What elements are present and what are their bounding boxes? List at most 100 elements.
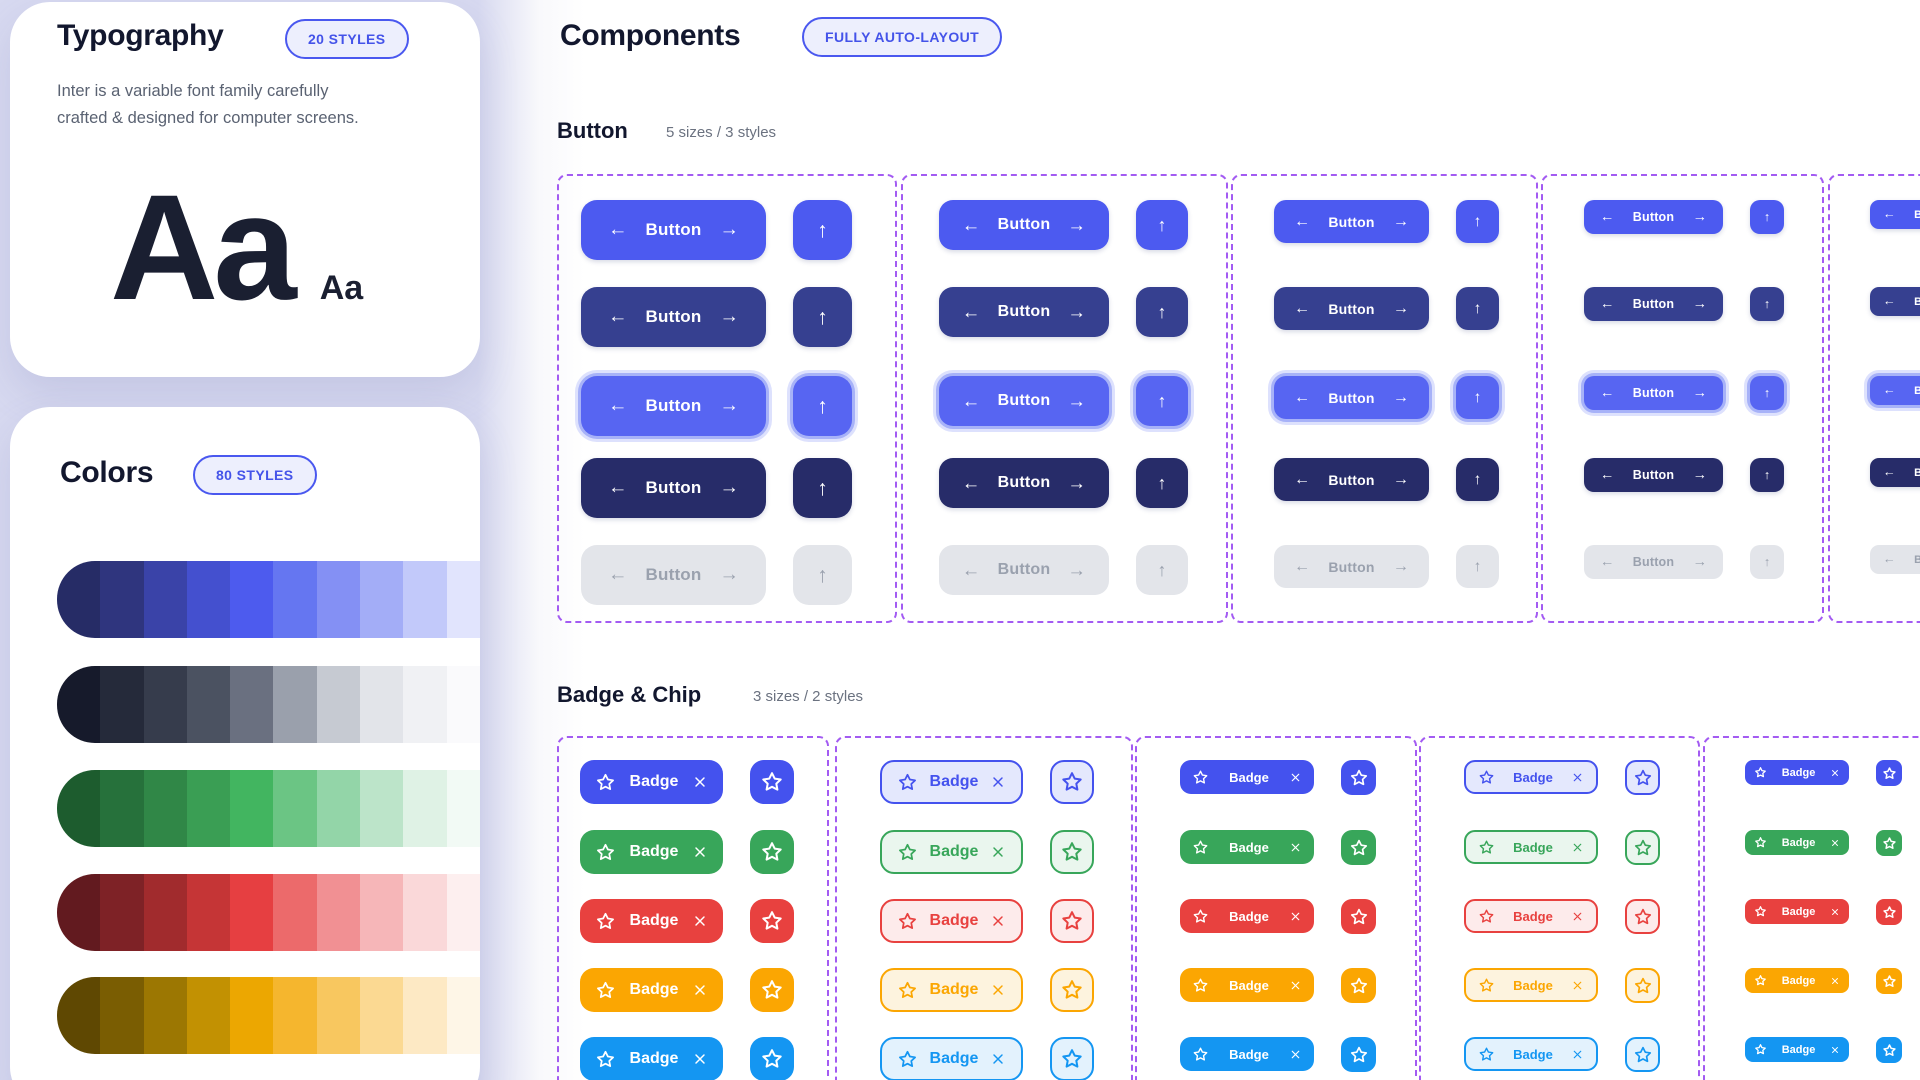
chip-azure-solid[interactable] [750,1037,794,1080]
icon-button-primary[interactable]: ↑ [1136,200,1188,250]
icon-button-hover[interactable]: ↑ [1136,287,1188,337]
button-disabled[interactable]: ←Button→ [1870,545,1920,574]
icon-button-focus[interactable]: ↑ [793,376,852,436]
badge-red-solid[interactable]: Badge [580,899,723,943]
icon-button-primary[interactable]: ↑ [1456,200,1499,243]
icon-button-primary[interactable]: ↑ [1750,200,1784,234]
icon-button-disabled[interactable]: ↑ [793,545,852,605]
button-primary[interactable]: ←Button→ [1274,200,1429,243]
button-focus[interactable]: ←Button→ [1274,376,1429,419]
icon-button-disabled[interactable]: ↑ [1456,545,1499,588]
badge-orange-solid[interactable]: Badge [1180,968,1314,1002]
icon-button-disabled[interactable]: ↑ [1136,545,1188,595]
badge-label: Badge [929,981,979,998]
badge-indigo-outline[interactable]: Badge [1464,760,1598,794]
chip-azure-solid[interactable] [1341,1037,1376,1072]
badge-orange-solid[interactable]: Badge [1745,968,1849,993]
chip-indigo-solid[interactable] [1876,760,1902,786]
icon-button-hover[interactable]: ↑ [1750,287,1784,321]
arrow-right-icon: → [1692,208,1707,225]
badge-indigo-solid[interactable]: Badge [1180,760,1314,794]
chip-red-solid[interactable] [1876,899,1902,925]
button-focus[interactable]: ←Button→ [581,376,766,436]
badge-azure-outline[interactable]: Badge [880,1037,1023,1080]
chip-green-outline[interactable] [1625,830,1660,865]
badge-indigo-outline[interactable]: Badge [880,760,1023,804]
star-icon [1479,1047,1494,1061]
button-primary[interactable]: ←Button→ [1870,200,1920,229]
icon-button-pressed[interactable]: ↑ [1136,458,1188,508]
chip-indigo-outline[interactable] [1625,760,1660,795]
icon-button-focus[interactable]: ↑ [1750,376,1784,410]
badge-green-solid[interactable]: Badge [580,830,723,874]
chip-green-solid[interactable] [750,830,794,874]
badge-indigo-solid[interactable]: Badge [1745,760,1849,785]
button-hover[interactable]: ←Button→ [1274,287,1429,330]
button-pressed[interactable]: ←Button→ [1870,458,1920,487]
button-pressed[interactable]: ←Button→ [1274,458,1429,501]
chip-orange-solid[interactable] [1876,968,1902,994]
badge-green-solid[interactable]: Badge [1180,830,1314,864]
badge-orange-outline[interactable]: Badge [1464,968,1598,1002]
badge-azure-outline[interactable]: Badge [1464,1037,1598,1071]
button-pressed[interactable]: ←Button→ [1584,458,1723,492]
icon-button-hover[interactable]: ↑ [793,287,852,347]
badge-red-solid[interactable]: Badge [1745,899,1849,924]
chip-indigo-outline[interactable] [1050,760,1094,804]
button-hover[interactable]: ←Button→ [581,287,766,347]
button-disabled[interactable]: ←Button→ [1274,545,1429,588]
badge-indigo-solid[interactable]: Badge [580,760,723,804]
button-disabled[interactable]: ←Button→ [1584,545,1723,579]
badge-green-solid[interactable]: Badge [1745,830,1849,855]
icon-button-disabled[interactable]: ↑ [1750,545,1784,579]
chip-indigo-solid[interactable] [1341,760,1376,795]
button-focus[interactable]: ←Button→ [1584,376,1723,410]
badge-green-outline[interactable]: Badge [1464,830,1598,864]
button-primary[interactable]: ←Button→ [939,200,1109,250]
chip-green-solid[interactable] [1341,830,1376,865]
button-focus[interactable]: ←Button→ [939,376,1109,426]
button-pressed[interactable]: ←Button→ [581,458,766,518]
badge-red-outline[interactable]: Badge [880,899,1023,943]
chip-red-outline[interactable] [1050,899,1094,943]
button-disabled[interactable]: ←Button→ [581,545,766,605]
chip-orange-outline[interactable] [1625,968,1660,1003]
button-hover[interactable]: ←Button→ [939,287,1109,337]
chip-green-solid[interactable] [1876,830,1902,856]
chip-red-solid[interactable] [750,899,794,943]
icon-button-pressed[interactable]: ↑ [1750,458,1784,492]
chip-azure-outline[interactable] [1050,1037,1094,1080]
icon-button-primary[interactable]: ↑ [793,200,852,260]
badge-red-solid[interactable]: Badge [1180,899,1314,933]
badge-orange-solid[interactable]: Badge [580,968,723,1012]
chip-orange-solid[interactable] [750,968,794,1012]
button-hover[interactable]: ←Button→ [1584,287,1723,321]
icon-button-hover[interactable]: ↑ [1456,287,1499,330]
chip-green-outline[interactable] [1050,830,1094,874]
button-primary[interactable]: ←Button→ [581,200,766,260]
button-label: Button [1632,297,1675,311]
icon-button-pressed[interactable]: ↑ [1456,458,1499,501]
badge-azure-solid[interactable]: Badge [580,1037,723,1080]
badge-green-outline[interactable]: Badge [880,830,1023,874]
badge-azure-solid[interactable]: Badge [1180,1037,1314,1071]
icon-button-focus[interactable]: ↑ [1136,376,1188,426]
arrow-left-icon: ← [608,218,628,241]
chip-azure-outline[interactable] [1625,1037,1660,1072]
button-focus[interactable]: ←Button→ [1870,376,1920,405]
button-pressed[interactable]: ←Button→ [939,458,1109,508]
icon-button-focus[interactable]: ↑ [1456,376,1499,419]
button-primary[interactable]: ←Button→ [1584,200,1723,234]
badge-red-outline[interactable]: Badge [1464,899,1598,933]
icon-button-pressed[interactable]: ↑ [793,458,852,518]
button-disabled[interactable]: ←Button→ [939,545,1109,595]
chip-azure-solid[interactable] [1876,1037,1902,1063]
badge-azure-solid[interactable]: Badge [1745,1037,1849,1062]
chip-orange-outline[interactable] [1050,968,1094,1012]
chip-red-solid[interactable] [1341,899,1376,934]
chip-indigo-solid[interactable] [750,760,794,804]
chip-red-outline[interactable] [1625,899,1660,934]
chip-orange-solid[interactable] [1341,968,1376,1003]
badge-orange-outline[interactable]: Badge [880,968,1023,1012]
button-hover[interactable]: ←Button→ [1870,287,1920,316]
